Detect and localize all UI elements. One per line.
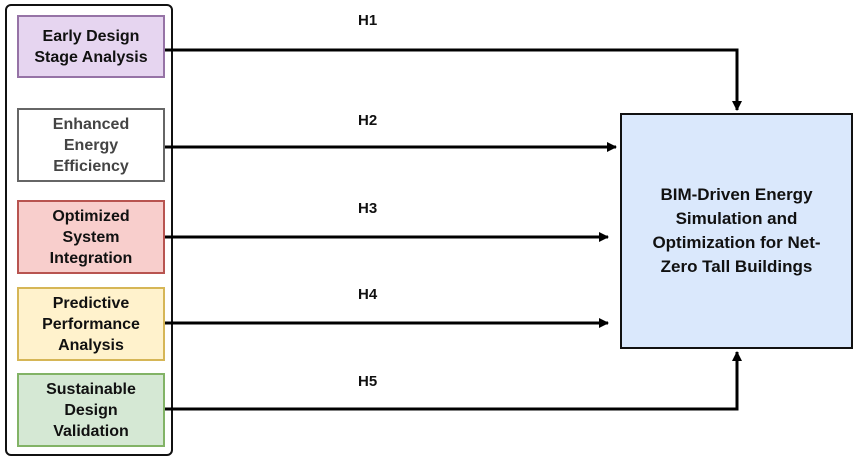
factor-label: Predictive Performance Analysis <box>42 294 140 354</box>
factor-box-sustainable-design: Sustainable Design Validation <box>17 373 165 447</box>
factor-label: Early Design Stage Analysis <box>34 27 148 66</box>
factor-box-early-design: Early Design Stage Analysis <box>17 15 165 78</box>
target-label: BIM-Driven Energy Simulation and Optimiz… <box>652 185 821 276</box>
factor-box-predictive-performance: Predictive Performance Analysis <box>17 287 165 361</box>
factor-label: Optimized System Integration <box>49 207 133 267</box>
hypothesis-label-h5: H5 <box>358 373 378 390</box>
hypothesis-label-h1: H1 <box>358 12 378 29</box>
factor-box-system-integration: Optimized System Integration <box>17 200 165 274</box>
hypothesis-label-h2: H2 <box>358 112 378 129</box>
arrow-h5 <box>165 351 742 411</box>
factor-label: Enhanced Energy Efficiency <box>52 115 130 175</box>
factor-group-frame <box>5 4 173 456</box>
factor-box-energy-efficiency: Enhanced Energy Efficiency <box>17 108 165 182</box>
target-box-bim-energy-simulation: BIM-Driven Energy Simulation and Optimiz… <box>620 113 853 349</box>
hypothesis-label-h4: H4 <box>358 286 378 303</box>
arrow-h1 <box>165 48 742 111</box>
factor-label: Sustainable Design Validation <box>46 380 136 440</box>
hypothesis-label-h3: H3 <box>358 200 378 217</box>
